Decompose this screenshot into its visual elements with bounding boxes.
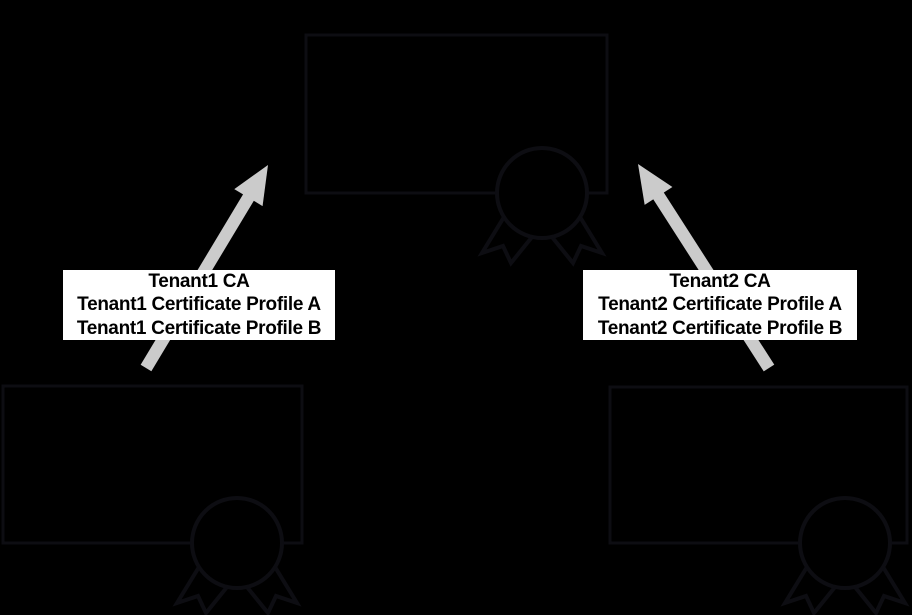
tenant1-profile-b: Tenant1 Certificate Profile B xyxy=(76,317,322,339)
seal-circle xyxy=(798,496,892,590)
root-ca-certificate-box xyxy=(304,33,609,267)
certificate-seal-icon xyxy=(477,146,607,267)
tenant1-ca-certificate-box xyxy=(1,384,304,615)
arrow-head xyxy=(638,164,673,205)
tenant1-ca-name: Tenant1 CA xyxy=(148,271,250,293)
tenant2-profile-b: Tenant2 Certificate Profile B xyxy=(597,317,843,339)
tenant2-label: Tenant2 CA Tenant2 Certificate Profile A… xyxy=(583,270,857,340)
seal-circle xyxy=(495,146,589,240)
arrow-head xyxy=(234,165,268,207)
tenant2-ca-certificate-box xyxy=(608,385,910,615)
seal-circle xyxy=(190,496,284,590)
tenant2-profile-a: Tenant2 Certificate Profile A xyxy=(598,294,842,316)
certificate-seal-icon xyxy=(780,496,910,615)
tenant1-label: Tenant1 CA Tenant1 Certificate Profile A… xyxy=(63,270,335,340)
tenant1-profile-a: Tenant1 Certificate Profile A xyxy=(77,294,321,316)
tenant2-ca-name: Tenant2 CA xyxy=(669,271,771,293)
certificate-seal-icon xyxy=(172,496,302,615)
